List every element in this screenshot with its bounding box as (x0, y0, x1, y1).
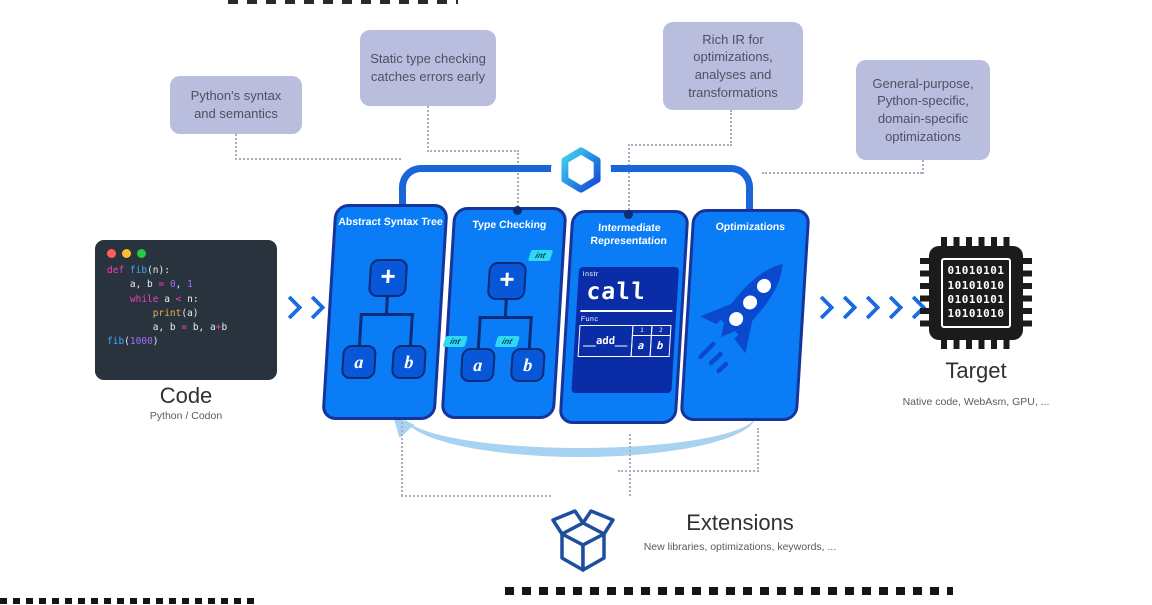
window-controls (107, 249, 277, 258)
dotted-connector (730, 110, 732, 146)
target-sublabel: Native code, WebAsm, GPU, ... (902, 396, 1050, 408)
codon-hexagon-logo-icon (551, 140, 611, 200)
type-tag: int (527, 250, 554, 261)
binary-line: 01010101 (947, 264, 1005, 278)
callout-text: General-purpose, Python-specific, domain… (872, 75, 974, 144)
target-chip-icon: 01010101 10101010 01010101 10101010 (920, 237, 1032, 349)
stage-title: Abstract Syntax Tree (337, 216, 444, 228)
maximize-button-icon (137, 249, 146, 258)
connector-dot (513, 206, 522, 215)
dotted-connector (628, 144, 732, 146)
tree-node-a: a (340, 345, 377, 379)
cropped-text-artifact (228, 0, 458, 4)
cropped-text-artifact (0, 598, 256, 604)
minimize-button-icon (122, 249, 131, 258)
chevron-icon (833, 295, 858, 320)
dotted-connector (517, 150, 519, 210)
stage-type-checking: Type Checking + a b int int int (440, 207, 568, 419)
rocket-icon (698, 263, 783, 374)
ir-func-row: __add__ 1 a 2 b (577, 325, 672, 357)
ir-func-label: Func (580, 316, 599, 323)
tree-node-b: b (509, 348, 546, 382)
connector-dot (624, 210, 633, 219)
dotted-connector (628, 144, 630, 214)
ir-instr-label: Instr (582, 271, 599, 278)
ir-arg-index: 2 (651, 326, 671, 336)
binary-line: 10101010 (947, 307, 1005, 321)
dotted-connector (401, 495, 551, 497)
ir-arg-name: b (656, 340, 664, 352)
callout-text: Rich IR for optimizations, analyses and … (688, 31, 778, 100)
chip-pins (920, 258, 931, 328)
chevron-icon (810, 295, 835, 320)
extensions-label: Extensions (686, 510, 794, 535)
tree-node-a: a (459, 348, 496, 382)
tree-edge (384, 295, 390, 315)
type-tag: int (494, 336, 520, 347)
target-label: Target (945, 358, 1007, 383)
chevron-icon (856, 295, 881, 320)
cropped-text-artifact (505, 587, 953, 595)
tree-edge (359, 313, 414, 316)
chevron-icon (301, 295, 326, 320)
tree-edge (408, 313, 414, 347)
tree-node-b: b (390, 345, 427, 379)
dotted-connector (618, 470, 759, 472)
tree-edge (476, 316, 482, 350)
dotted-connector (762, 172, 922, 174)
chip-pins (941, 237, 1011, 248)
chevron-icon (879, 295, 904, 320)
binary-line: 01010101 (947, 293, 1005, 306)
ir-arg-name: a (637, 340, 645, 352)
chip-body: 01010101 10101010 01010101 10101010 (929, 246, 1023, 340)
type-tag: int (442, 336, 468, 347)
ir-instruction: call (580, 278, 675, 312)
code-sublabel: Python / Codon (149, 410, 223, 422)
code-label: Code (159, 383, 213, 408)
dotted-connector (922, 160, 924, 174)
hexagon-icon (561, 147, 601, 193)
tree-edge (503, 298, 508, 318)
dotted-connector (235, 134, 237, 160)
extensions-box-icon (548, 496, 618, 583)
stage-intermediate-representation: Intermediate Representation Instr call F… (558, 210, 690, 424)
callout-rich-ir: Rich IR for optimizations, analyses and … (663, 22, 803, 110)
extensions-sublabel: New libraries, optimizations, keywords, … (643, 541, 837, 553)
ir-panel: Instr call Func __add__ 1 a 2 b (571, 267, 680, 393)
callout-python-syntax: Python's syntax and semantics (170, 76, 302, 134)
ir-func-name: __add__ (577, 325, 634, 357)
dotted-connector (427, 150, 519, 152)
stage-abstract-syntax-tree: Abstract Syntax Tree + a b (321, 204, 449, 420)
dotted-connector (427, 106, 429, 152)
stage-title: Optimizations (715, 221, 786, 233)
chevron-icon (278, 295, 303, 320)
ir-arg-cell: 2 b (649, 325, 672, 357)
dotted-connector (757, 428, 759, 472)
chip-pins (1021, 258, 1032, 328)
close-button-icon (107, 249, 116, 258)
callout-text: Static type checking catches errors earl… (370, 51, 486, 84)
tree-edge (357, 313, 363, 347)
stage-title: Type Checking (472, 219, 547, 231)
code-lines: def fib(n): a, b = 0, 1 while a < n: pri… (107, 265, 228, 348)
dotted-connector (401, 422, 403, 496)
dotted-connector (235, 158, 401, 160)
stage-optimizations: Optimizations (679, 209, 811, 421)
feedback-arrow (404, 412, 756, 457)
callout-text: Python's syntax and semantics (190, 88, 282, 121)
tree-node-plus: + (367, 259, 409, 297)
tree-edge (527, 316, 533, 350)
ir-arg-index: 1 (632, 326, 652, 336)
tree-edge (478, 316, 533, 319)
code-editor-window: def fib(n): a, b = 0, 1 while a < n: pri… (95, 240, 277, 380)
chip-binary-panel: 01010101 10101010 01010101 10101010 (940, 258, 1012, 328)
dotted-connector (629, 434, 631, 496)
callout-type-checking: Static type checking catches errors earl… (360, 30, 496, 106)
stage-title: Intermediate Representation (590, 222, 668, 248)
tree-node-plus: + (486, 262, 528, 300)
chip-pins (941, 338, 1011, 349)
callout-optimizations: General-purpose, Python-specific, domain… (856, 60, 990, 160)
binary-line: 10101010 (947, 278, 1005, 292)
